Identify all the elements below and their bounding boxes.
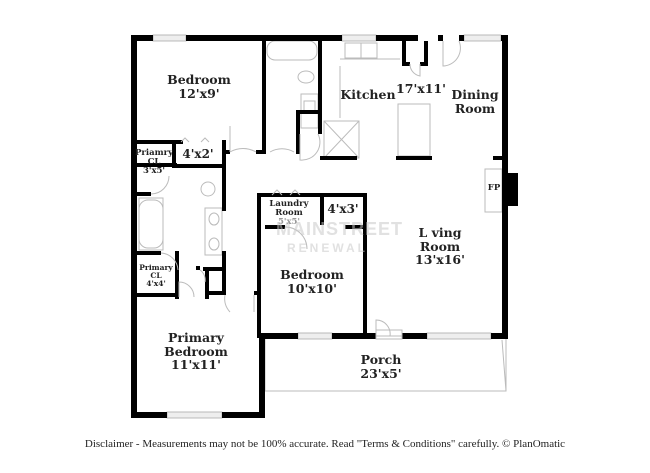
door-linen [299,133,321,161]
room-name-line2: CL [150,271,162,281]
door-primary-bath [178,281,195,298]
room-name-line1: Priamry [134,148,174,158]
room-size: 13'x16' [415,252,465,267]
kitchen-island [397,103,431,157]
door-laundry [284,226,308,250]
room-label-laundry-room: Laundry Room 5'x5' [269,199,309,228]
room-name-line2: Bedroom [164,343,228,359]
door-primary-bedroom [224,294,255,313]
window-dining [463,34,502,42]
door-primary-cl-bottom [160,252,179,271]
room-label-closet-4x3: 4'x3' [327,203,358,216]
room-name: Bedroom [167,72,231,87]
room-size: 4'x3' [327,202,359,216]
bifold-laundry [271,189,301,196]
room-size: 3'x5' [142,166,166,177]
door-dining-exterior [442,40,461,67]
room-label-fireplace: FP [487,183,501,193]
fixtures [138,40,503,256]
room-name-line1: Dining [451,87,499,102]
room-label-bedroom-middle: Bedroom 10'x10' [280,268,344,295]
door-wc [199,269,206,283]
door-primary-cl-top [150,175,170,195]
room-label-primary-cl-bottom: Primary CL 4'x4' [139,263,173,289]
room-label-living-room: L ving Room 13'x16' [415,226,465,267]
room-name: Porch [360,352,402,367]
window-primary-bedroom [166,411,223,419]
room-name-line1: Laundry [269,199,309,209]
window-bedroom-middle [297,332,333,340]
window-kitchen [341,34,377,42]
room-size: 5'x5' [277,217,301,228]
room-size: 23'x5' [360,365,402,381]
bathtub-primary [138,199,164,249]
room-label-kitchen-size: 17'x11' [396,82,446,96]
room-label-primary-bedroom: Primary Bedroom 11'x11' [164,331,228,372]
room-size: 11'x11' [171,357,221,372]
doors [150,40,461,340]
bathtub-hall [266,40,318,61]
room-label-kitchen: Kitchen [340,88,395,102]
room-name: FP [487,183,501,193]
window-bedroom-top [152,34,187,42]
room-name: Kitchen [340,87,396,102]
door-pantry [409,63,421,77]
room-name: Bedroom [280,267,344,282]
bifold-closet-4x2 [180,137,210,143]
room-name-line2: Room [454,100,496,116]
room-label-porch: Porch 23'x5' [360,353,401,380]
room-label-bedroom-top: Bedroom 12'x9' [167,73,231,100]
disclaimer-text: Disclaimer - Measurements may not be 100… [84,438,566,450]
room-name-line2: CL [147,157,161,168]
room-size: 10'x10' [287,280,337,296]
door-hall-bath [269,148,295,153]
room-size: 17'x11' [396,81,446,96]
room-label-closet-4x2: 4'x2' [182,148,213,161]
room-name-line1: Primary [139,263,173,272]
walls [131,35,518,418]
room-name-line2: Room [275,208,303,219]
toilet-hall [297,70,315,84]
window-living [426,332,492,340]
door-front [375,319,391,337]
room-size: 4'x4' [146,279,166,289]
room-size: 4'x2' [182,147,214,161]
room-size: 12'x9' [178,85,220,101]
room-name-line1: L ving [418,225,462,240]
room-label-primary-cl-top: Priamry CL 3'x5' [134,148,174,177]
door-bedroom-top [229,126,257,153]
room-name-line2: Room [419,238,461,254]
toilet-primary [200,181,216,197]
room-name-line1: Primary [168,330,224,345]
room-label-dining-room: Dining Room [451,88,498,115]
